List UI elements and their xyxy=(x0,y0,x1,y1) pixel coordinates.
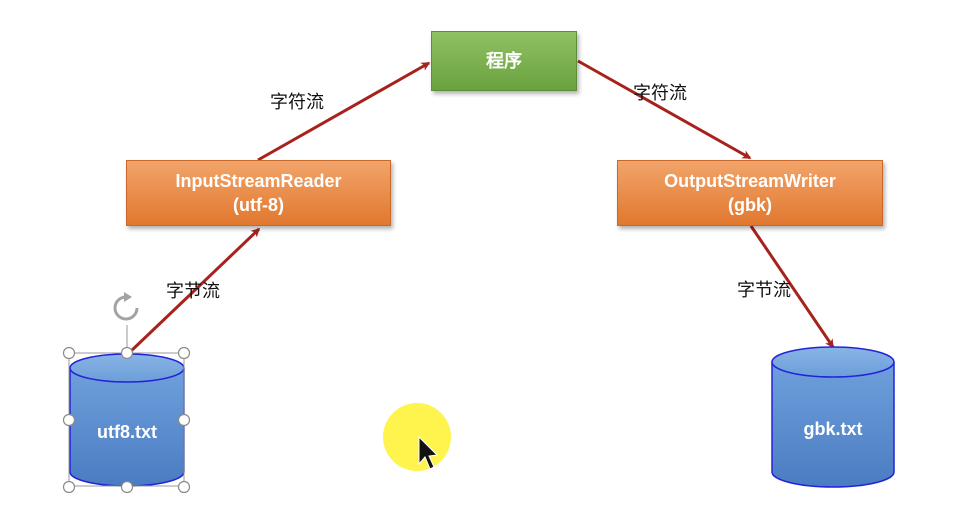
reader-box-class-name: InputStreamReader xyxy=(175,171,342,191)
byte-stream-label-right: 字节流 xyxy=(737,280,791,301)
source-file-label: utf8.txt xyxy=(97,422,157,442)
arrow-writer-to-file xyxy=(749,225,835,349)
resize-handle-left[interactable] xyxy=(62,413,76,427)
input-stream-reader-box[interactable]: InputStreamReader (utf-8) xyxy=(126,160,391,226)
resize-handle-bottom-right[interactable] xyxy=(177,480,191,494)
target-file-label: gbk.txt xyxy=(803,419,863,439)
utf8-file-cylinder[interactable] xyxy=(69,353,185,487)
writer-box-encoding: (gbk) xyxy=(728,195,772,215)
program-box-label: 程序 xyxy=(486,51,522,71)
gbk-file-cylinder[interactable] xyxy=(771,346,895,488)
char-stream-label-right: 字符流 xyxy=(633,83,687,104)
resize-handle-right[interactable] xyxy=(177,413,191,427)
output-stream-writer-box[interactable]: OutputStreamWriter (gbk) xyxy=(617,160,883,226)
arrow-program-to-writer xyxy=(577,59,752,160)
resize-handle-bottom[interactable] xyxy=(120,480,134,494)
resize-handle-top[interactable] xyxy=(120,346,134,360)
byte-stream-label-left: 字节流 xyxy=(166,281,220,302)
resize-handle-bottom-left[interactable] xyxy=(62,480,76,494)
resize-handle-top-right[interactable] xyxy=(177,346,191,360)
arrow-reader-to-program xyxy=(257,61,431,162)
resize-handle-top-left[interactable] xyxy=(62,346,76,360)
arrow-file-to-reader xyxy=(128,227,261,354)
rotate-handle-icon[interactable] xyxy=(113,292,139,321)
char-stream-label-left: 字符流 xyxy=(270,92,324,113)
mouse-cursor-icon xyxy=(418,435,439,470)
reader-box-encoding: (utf-8) xyxy=(233,195,284,215)
program-box[interactable]: 程序 xyxy=(431,31,577,91)
writer-box-class-name: OutputStreamWriter xyxy=(664,171,836,191)
cursor-highlight xyxy=(383,403,451,471)
